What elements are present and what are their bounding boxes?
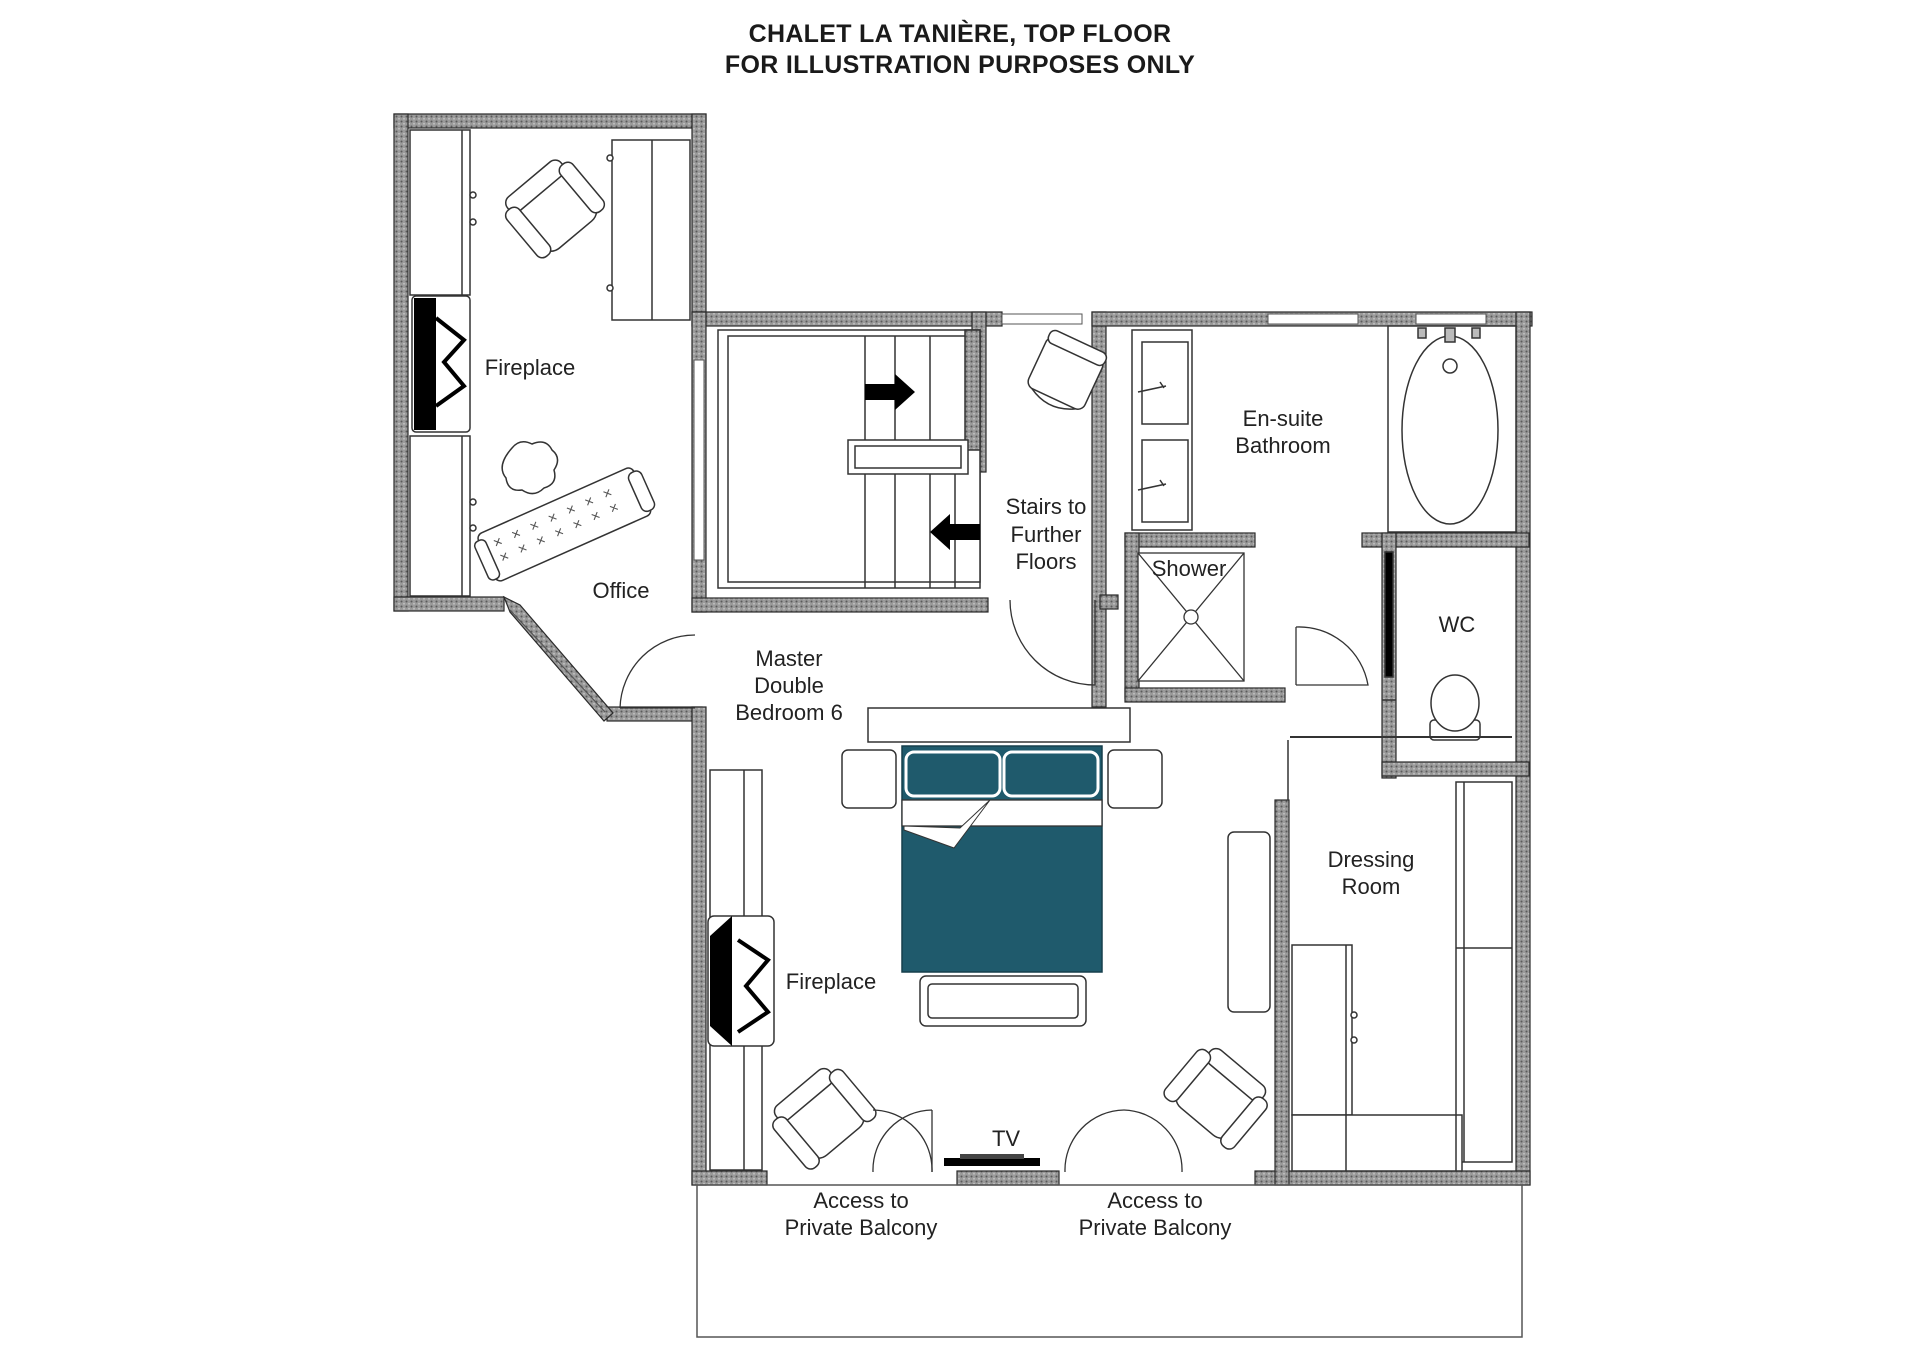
wc-fixtures <box>1382 551 1481 741</box>
balcony-left-label-1: Access to <box>813 1188 908 1213</box>
stairs-door <box>1009 599 1096 686</box>
master-label-3: Bedroom 6 <box>735 700 843 725</box>
arrow-right-icon <box>865 374 915 410</box>
shower-label: Shower <box>1152 556 1227 581</box>
walls <box>393 113 1533 1186</box>
balcony-right-label-1: Access to <box>1107 1188 1202 1213</box>
bedroom-door <box>619 634 696 709</box>
plan-title: CHALET LA TANIÈRE, TOP FLOOR <box>748 20 1172 48</box>
arrow-left-icon <box>930 514 980 550</box>
balcony-doors <box>872 1109 1183 1173</box>
balcony-right-label-2: Private Balcony <box>1079 1215 1232 1240</box>
double-bed <box>901 745 1103 973</box>
armchair-right <box>1163 1047 1268 1150</box>
plan-disclaimer: FOR ILLUSTRATION PURPOSES ONLY <box>724 51 1196 79</box>
bedroom-fireplace-icon <box>707 915 775 1047</box>
wc-label: WC <box>1439 612 1476 637</box>
stairs <box>717 329 981 589</box>
office-furniture <box>409 129 691 597</box>
shower-tray <box>1137 552 1245 682</box>
bedroom-fireplace-label: Fireplace <box>786 969 876 994</box>
office-label: Office <box>592 578 649 603</box>
ensuite-door <box>1295 626 1369 686</box>
ensuite-fixtures <box>1131 325 1517 533</box>
dressing-label-1: Dressing <box>1328 847 1415 872</box>
office-fireplace-label: Fireplace <box>485 355 575 380</box>
chaise-pattern <box>493 489 619 561</box>
dressing-label-2: Room <box>1342 874 1401 899</box>
office-window <box>509 609 606 713</box>
office-fireplace-icon <box>411 295 471 433</box>
stairs-label-2: Further <box>1011 522 1082 547</box>
stairs-label-1: Stairs to <box>1006 494 1087 519</box>
balcony-left-label-2: Private Balcony <box>785 1215 938 1240</box>
master-label-1: Master <box>755 646 822 671</box>
windows <box>693 313 1487 561</box>
desk-chair <box>1027 329 1108 410</box>
armchair-left <box>772 1067 877 1170</box>
dressing-furniture <box>1287 736 1513 1172</box>
bedroom-furniture <box>709 707 1271 1171</box>
master-label-2: Double <box>754 673 824 698</box>
tv-icon <box>944 1154 1040 1166</box>
ensuite-label-1: En-suite <box>1243 406 1324 431</box>
ensuite-label-2: Bathroom <box>1235 433 1330 458</box>
stairs-label-3: Floors <box>1015 549 1076 574</box>
balcony-outline <box>696 1184 1523 1338</box>
tv-label: TV <box>992 1126 1020 1151</box>
